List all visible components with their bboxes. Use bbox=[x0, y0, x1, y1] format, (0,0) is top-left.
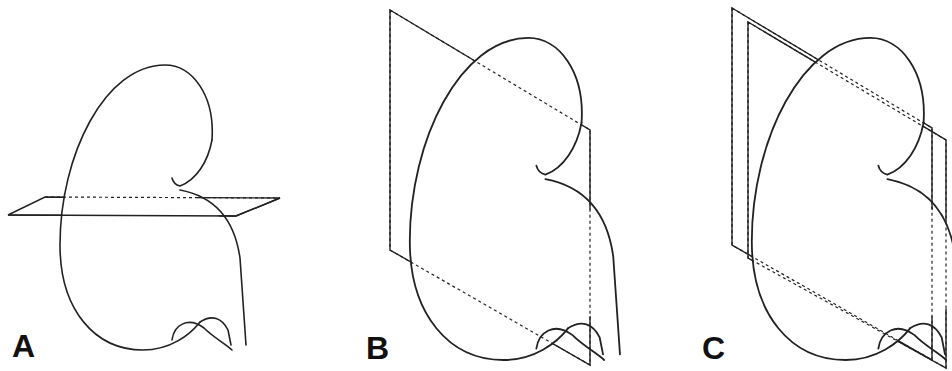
plane-back-edge bbox=[45, 197, 280, 198]
plane-front-edge bbox=[8, 198, 280, 216]
panel-letter: B bbox=[366, 332, 389, 364]
panel-letter: C bbox=[702, 332, 725, 364]
panel-letter: A bbox=[12, 330, 35, 362]
plane-hidden-edge bbox=[390, 10, 590, 365]
plane-hidden-edge bbox=[732, 8, 932, 360]
panel-a bbox=[8, 65, 280, 350]
plane-hidden-edge bbox=[748, 22, 946, 368]
panel-c bbox=[732, 8, 952, 368]
panel-b bbox=[390, 10, 620, 365]
